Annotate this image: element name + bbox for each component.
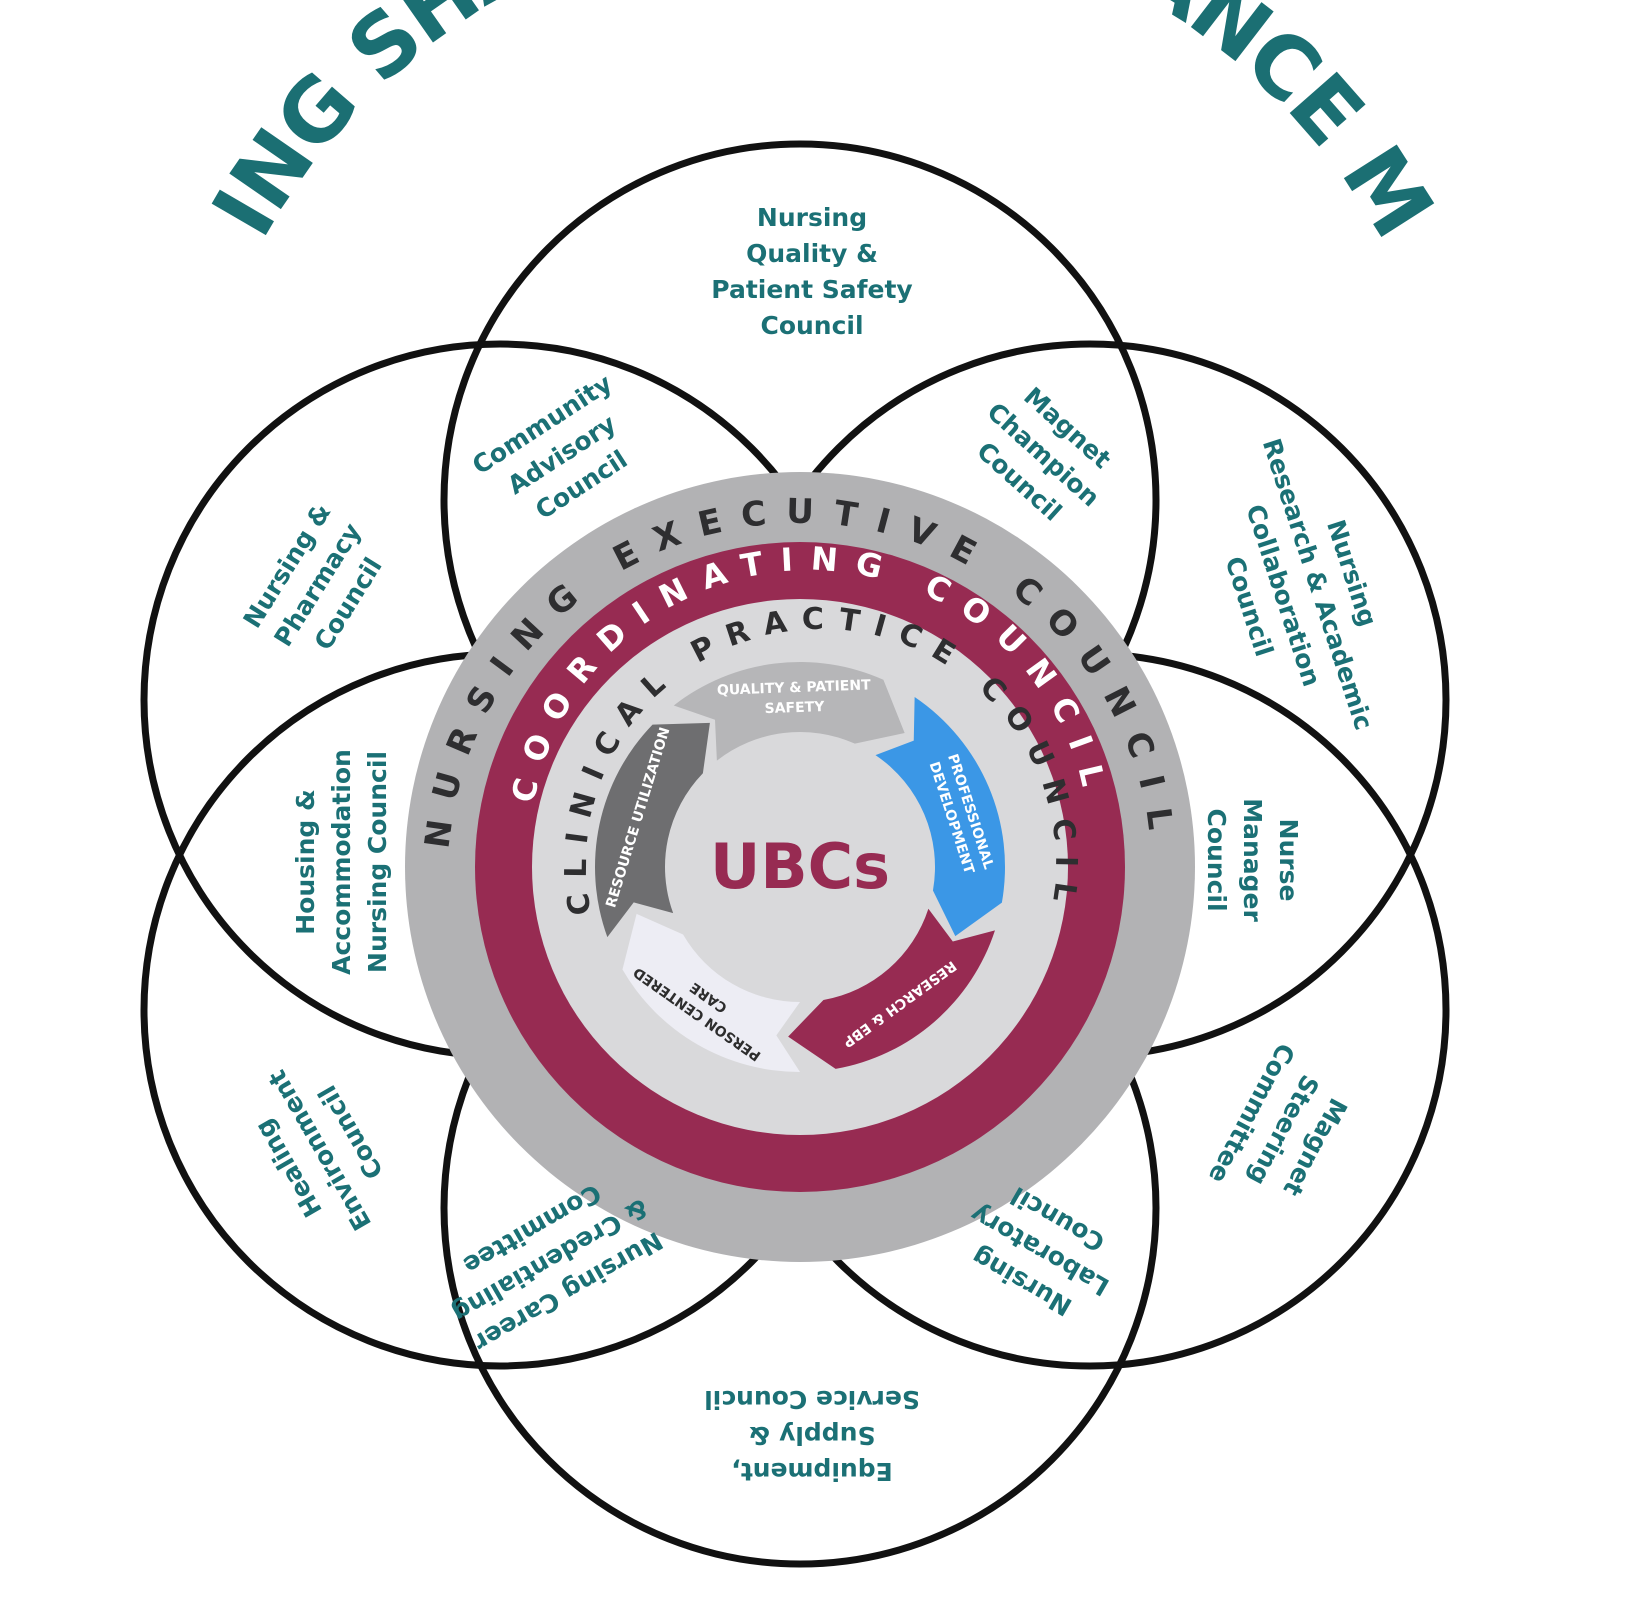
council-label-line: Quality & [746, 239, 878, 268]
cycle-segment-quality [673, 662, 905, 761]
cycle-segment-research [788, 908, 995, 1069]
council-label-line: Nursing [757, 203, 867, 232]
council-label-line: Supply & [749, 1421, 876, 1450]
cycle-label-line: SAFETY [764, 699, 825, 717]
cycle-label-line: QUALITY & PATIENT [717, 677, 872, 698]
council-label-line: Manager [1238, 798, 1267, 922]
council-label-line: Patient Safety [711, 275, 912, 304]
diagram-title: NURSING SHARED GOVERNANCE MODEL [0, 0, 1451, 253]
council-label-nursing-research: NursingResearch & AcademicCollaborationC… [1188, 424, 1412, 756]
center-label: UBCs [710, 830, 890, 903]
council-label-line: Council [760, 311, 863, 340]
council-label-nursing-pharmacy: Nursing &PharmacyCouncil [237, 498, 397, 671]
council-label-nurse-manager: NurseManagerCouncil [1202, 798, 1303, 922]
cycle-segment-resource [595, 722, 710, 938]
council-label-line: Council [1202, 808, 1231, 911]
council-label-magnet-champion: MagnetChampionCouncil [957, 370, 1129, 539]
council-label-line: Service Council [704, 1385, 920, 1414]
council-label-line: Equipment, [731, 1457, 893, 1486]
council-label-line: Nurse [1274, 819, 1303, 902]
council-label-magnet-steering: MagnetSteeringCommittee [1203, 1039, 1364, 1222]
council-label-line: Accommodation [327, 749, 356, 975]
council-label-line: Nursing Council [363, 751, 392, 973]
council-label-line: Housing & [291, 789, 320, 935]
cycle-segment-professional [875, 697, 1005, 937]
council-label-healing: HealingEnvironmentCouncil [231, 1047, 408, 1253]
cycle-label-quality: QUALITY & PATIENTSAFETY [717, 677, 872, 718]
cycle-segment-person [622, 913, 800, 1072]
council-label-equipment: Equipment, Supply & Service Council [704, 1385, 920, 1486]
